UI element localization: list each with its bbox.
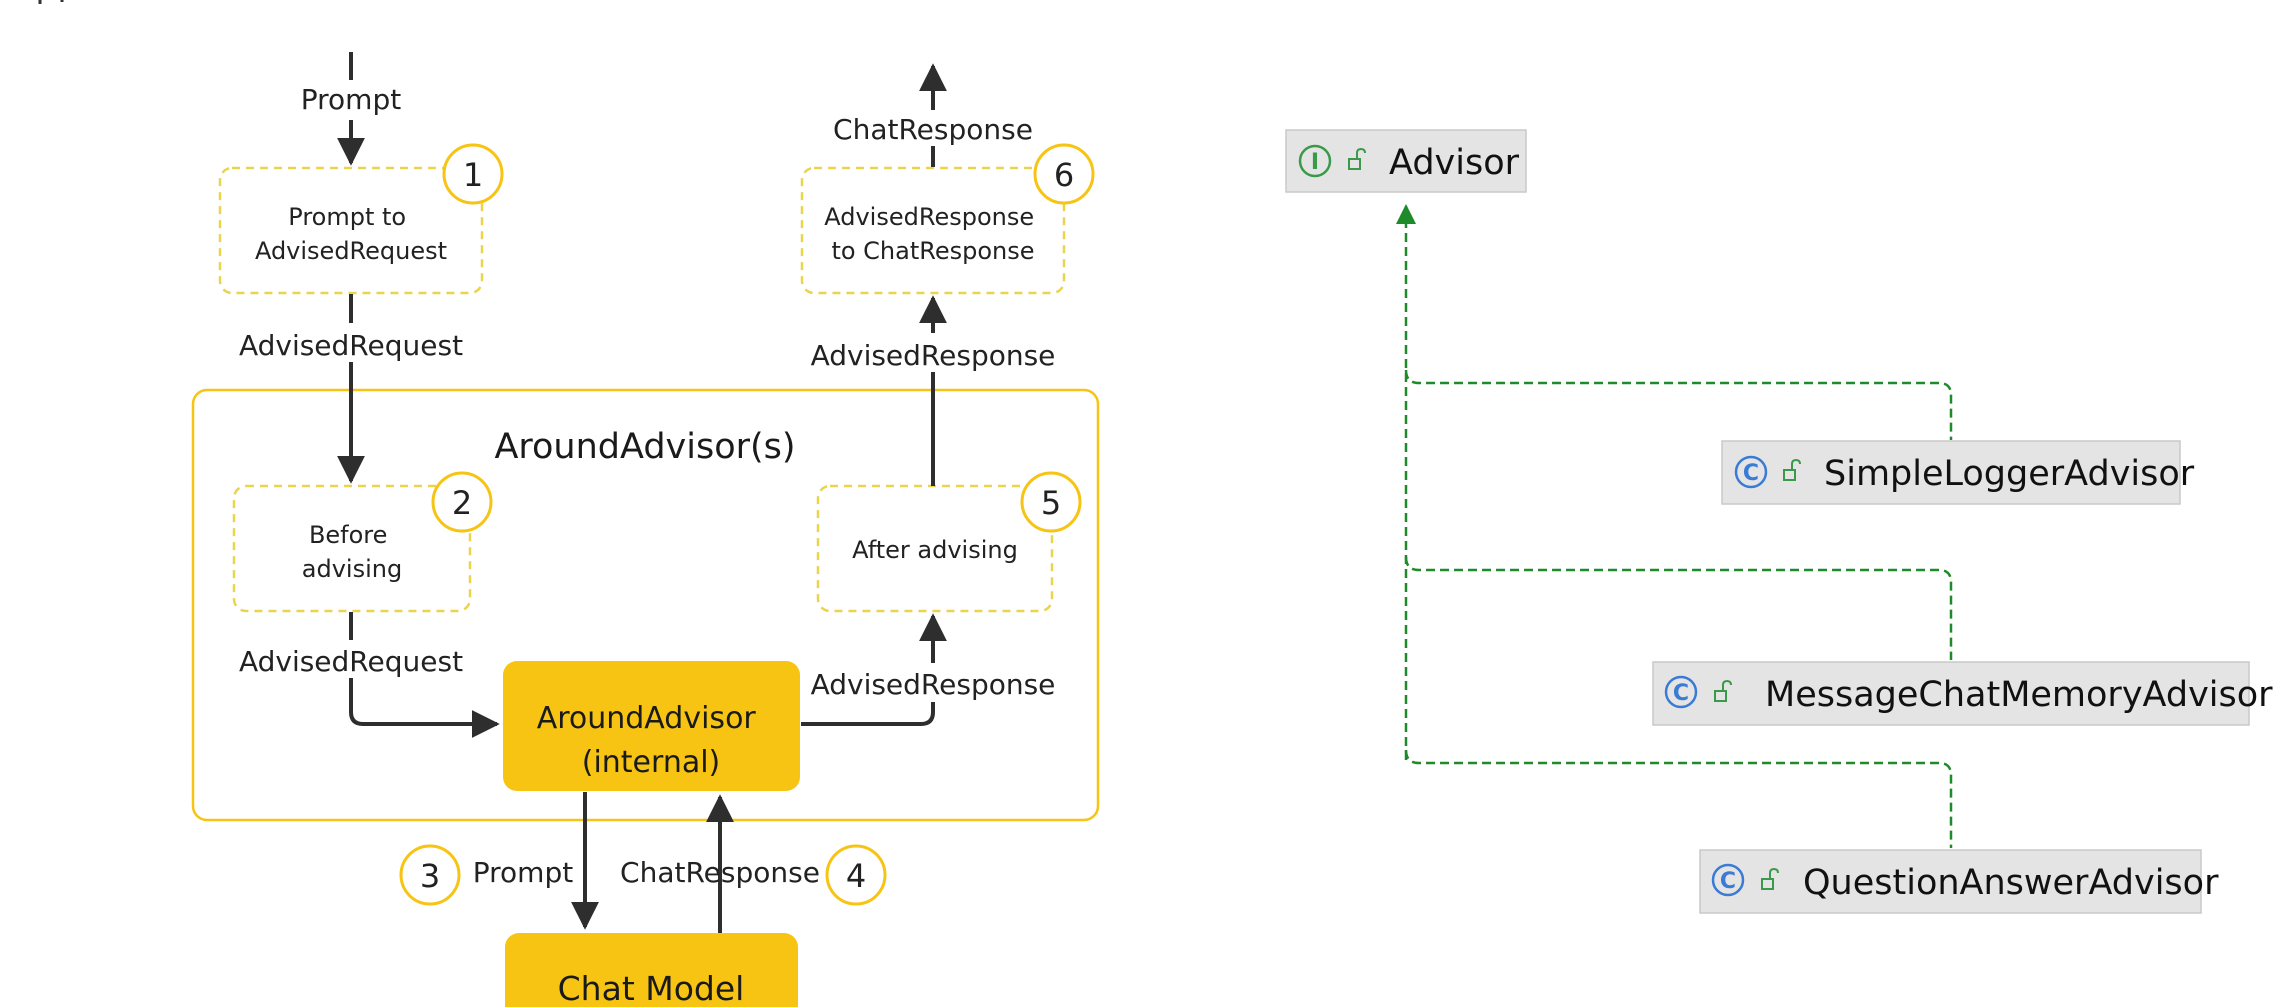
step-circle-6: 6 xyxy=(1033,143,1095,205)
link-questionanswer xyxy=(1404,749,1953,848)
prompt-to-advisedrequest-box xyxy=(218,166,484,295)
label-chatresponse-model: ChatResponse xyxy=(620,856,820,889)
class-icon-glyph: C xyxy=(1673,681,1689,706)
messagechatmemoryadvisor-name: MessageChatMemoryAdvisor xyxy=(1765,675,2273,715)
box1-line1: Prompt to xyxy=(288,203,406,231)
label-prompt-model: Prompt xyxy=(473,856,573,889)
arrow-resp2-bottom xyxy=(801,702,935,726)
class-icon xyxy=(1664,675,1698,709)
chat-model-label: Chat Model xyxy=(558,969,745,1007)
step-circle-1: 1 xyxy=(442,143,504,205)
around-advisors-container xyxy=(191,388,1100,822)
public-lock-icon xyxy=(1783,458,1801,481)
label-advisedrequest-1: AdvisedRequest xyxy=(239,329,463,362)
class-icon-glyph: C xyxy=(1720,869,1736,894)
interface-icon-glyph: I xyxy=(1311,150,1319,175)
public-lock-icon xyxy=(1348,147,1366,170)
step-circle-3: 3 xyxy=(399,844,461,906)
around-advisors-title: AroundAdvisor(s) xyxy=(494,427,795,467)
before-line2: advising xyxy=(302,555,402,583)
step-circle-4: 4 xyxy=(825,844,887,906)
before-line1: Before xyxy=(309,521,387,549)
before-advising-box xyxy=(232,484,472,613)
after-advising-label: After advising xyxy=(852,536,1018,564)
link-messagechatmemory xyxy=(1404,556,1953,660)
label-prompt-in: Prompt xyxy=(301,83,401,116)
link-simplelogger xyxy=(1404,369,1953,440)
simpleloggeradvisor-node[interactable]: C SimpleLoggerAdvisor xyxy=(1721,440,2195,505)
public-lock-icon xyxy=(1714,679,1732,702)
cropped-heading-fragment xyxy=(38,0,64,4)
internal-line2: (internal) xyxy=(582,745,721,780)
step-number-3: 3 xyxy=(420,857,440,895)
step-number-4: 4 xyxy=(846,857,866,895)
step-number-1: 1 xyxy=(463,156,483,194)
label-advisedresponse-1: AdvisedResponse xyxy=(811,339,1056,372)
around-advisor-internal-label: AroundAdvisor (internal) xyxy=(537,701,766,780)
class-icon-glyph: C xyxy=(1743,461,1759,486)
questionansweradvisor-node[interactable]: C QuestionAnswerAdvisor xyxy=(1699,849,2219,914)
advisedresponse-to-chatresponse-label: AdvisedResponse to ChatResponse xyxy=(824,203,1042,265)
step-number-5: 5 xyxy=(1041,484,1061,522)
label-chatresponse-out: ChatResponse xyxy=(833,113,1033,146)
advisedresponse-to-chatresponse-box xyxy=(800,166,1066,295)
class-icon xyxy=(1734,455,1768,489)
step-number-6: 6 xyxy=(1054,156,1074,194)
box6-line2: to ChatResponse xyxy=(831,237,1034,265)
messagechatmemoryadvisor-node[interactable]: C MessageChatMemoryAdvisor xyxy=(1652,661,2273,726)
label-advisedresponse-2: AdvisedResponse xyxy=(811,668,1056,701)
simpleloggeradvisor-name: SimpleLoggerAdvisor xyxy=(1824,454,2195,494)
interface-icon xyxy=(1298,144,1332,178)
step-circle-5: 5 xyxy=(1020,471,1082,533)
label-advisedrequest-2: AdvisedRequest xyxy=(239,645,463,678)
step-circle-2: 2 xyxy=(431,471,493,533)
prompt-to-advisedrequest-label: Prompt to AdvisedRequest xyxy=(255,203,447,265)
arrow-req2 xyxy=(349,678,500,738)
advisor-interface-node[interactable]: I Advisor xyxy=(1285,129,1527,193)
chat-model-box xyxy=(505,933,798,1007)
step-number-2: 2 xyxy=(452,484,472,522)
before-advising-label: Before advising xyxy=(302,521,402,583)
around-advisor-internal-box xyxy=(503,661,800,791)
advisor-interface-name: Advisor xyxy=(1389,143,1520,183)
public-lock-icon xyxy=(1761,867,1779,890)
questionansweradvisor-name: QuestionAnswerAdvisor xyxy=(1803,863,2219,903)
box1-line2: AdvisedRequest xyxy=(255,237,447,265)
box6-line1: AdvisedResponse xyxy=(824,203,1034,231)
class-icon xyxy=(1711,863,1745,897)
internal-line1: AroundAdvisor xyxy=(537,701,757,736)
